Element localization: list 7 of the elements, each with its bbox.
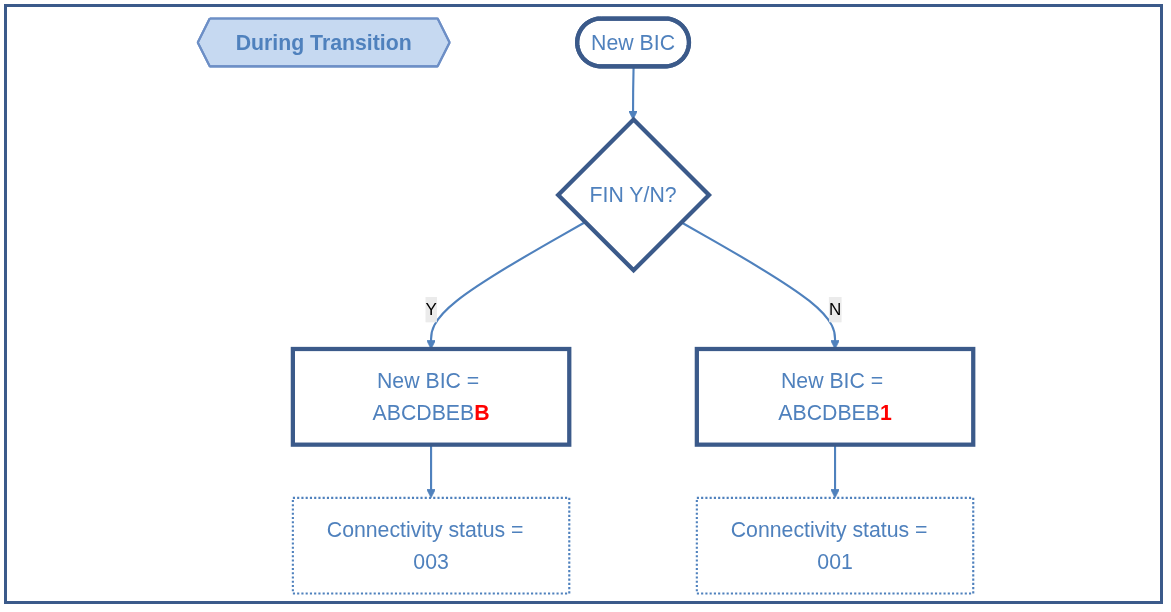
edge-label: N xyxy=(828,300,842,319)
node-box: New BIC = ABCDBEBB xyxy=(290,346,572,447)
edge-label: Y xyxy=(425,300,437,319)
node-box: Connectivity status = 001 xyxy=(695,496,975,595)
node-box: New BIC = ABCDBEB1 xyxy=(694,346,976,447)
node-box: Connectivity status = 003 xyxy=(291,496,571,595)
node-diamond: FIN Y/N? xyxy=(555,116,712,274)
